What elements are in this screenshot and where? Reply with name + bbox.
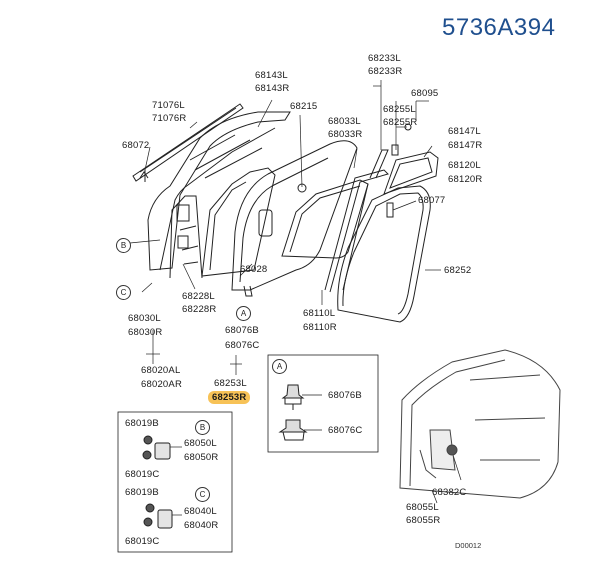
detail-c-marker: C — [195, 487, 210, 502]
detail-b-label-68019b: 68019B — [125, 418, 159, 429]
label-68253l: 68253L — [214, 378, 247, 389]
label-68020ar: 68020AR — [141, 379, 183, 390]
label-68076b: 68076B — [225, 325, 259, 336]
label-68055r: 68055R — [406, 515, 441, 526]
detail-box-a-drawing — [267, 354, 379, 453]
part-number-title: 5736A394 — [442, 14, 556, 41]
label-68215: 68215 — [290, 101, 318, 112]
clip-68077-drawing — [386, 202, 394, 218]
footer-code: D00012 — [455, 541, 482, 550]
door-inner-panel-drawing — [147, 111, 291, 279]
detail-a-clips-drawing — [278, 384, 322, 441]
label-68255l: 68255L — [383, 104, 416, 115]
detail-a-label-68076b: 68076B — [328, 390, 362, 401]
clip-68095-drawing — [404, 123, 412, 131]
label-68233r: 68233R — [368, 66, 403, 77]
detail-bc-hinges-drawing — [142, 435, 182, 529]
detail-c-label-68019c: 68019C — [125, 536, 160, 547]
label-68110r: 68110R — [303, 322, 337, 333]
label-68055l: 68055L — [406, 502, 439, 513]
detail-c-label-68040r: 68040R — [184, 520, 219, 531]
label-68076c: 68076C — [225, 340, 260, 351]
label-68095: 68095 — [411, 88, 439, 99]
door-glass-drawing — [281, 179, 369, 259]
detail-b-label-68019c: 68019C — [125, 469, 160, 480]
label-68228l: 68228L — [182, 291, 215, 302]
detail-a-label-68076c: 68076C — [328, 425, 363, 436]
label-68143l: 68143L — [255, 70, 288, 81]
label-68030l: 68030L — [128, 313, 161, 324]
weatherstrip-drawing — [337, 185, 431, 323]
label-68252: 68252 — [444, 265, 472, 276]
label-68033r: 68033R — [328, 129, 363, 140]
label-68120r: 68120R — [448, 174, 483, 185]
callout-a-marker: A — [236, 306, 251, 321]
label-68120l: 68120L — [448, 160, 481, 171]
label-68228r: 68228R — [182, 304, 217, 315]
division-bar-drawing — [369, 149, 389, 179]
detail-a-marker: A — [272, 359, 287, 374]
detail-c-label-68019b: 68019B — [125, 487, 159, 498]
label-68253r-highlighted: 68253R — [208, 391, 251, 404]
label-68143r: 68143R — [255, 83, 290, 94]
detail-b-label-68050r: 68050R — [184, 452, 219, 463]
label-68030r: 68030R — [128, 327, 163, 338]
door-shell-inset-drawing — [399, 349, 561, 499]
door-trim-drawing — [231, 140, 358, 297]
label-68110l: 68110L — [303, 308, 336, 319]
label-68255r: 68255R — [383, 117, 418, 128]
quarter-glass-drawing — [383, 151, 439, 195]
label-68233l: 68233L — [368, 53, 401, 64]
callout-c-marker: C — [116, 285, 131, 300]
label-71076r: 71076R — [152, 113, 187, 124]
detail-c-label-68040l: 68040L — [184, 506, 217, 517]
callout-b-marker: B — [116, 238, 131, 253]
label-68028: 68028 — [240, 264, 268, 275]
label-68147l: 68147L — [448, 126, 481, 137]
label-68072: 68072 — [122, 140, 150, 151]
label-68033l: 68033L — [328, 116, 361, 127]
clip-68255-drawing — [391, 144, 399, 156]
detail-b-marker: B — [195, 420, 210, 435]
detail-box-bc-drawing — [117, 411, 233, 553]
label-71076l: 71076L — [152, 100, 185, 111]
detail-b-label-68050l: 68050L — [184, 438, 217, 449]
label-68382c: 68382C — [432, 487, 467, 498]
clip-68072-drawing — [139, 171, 149, 179]
label-68020al: 68020AL — [141, 365, 181, 376]
belt-molding-drawing — [132, 103, 244, 182]
label-68147r: 68147R — [448, 140, 483, 151]
label-68077: 68077 — [418, 195, 446, 206]
